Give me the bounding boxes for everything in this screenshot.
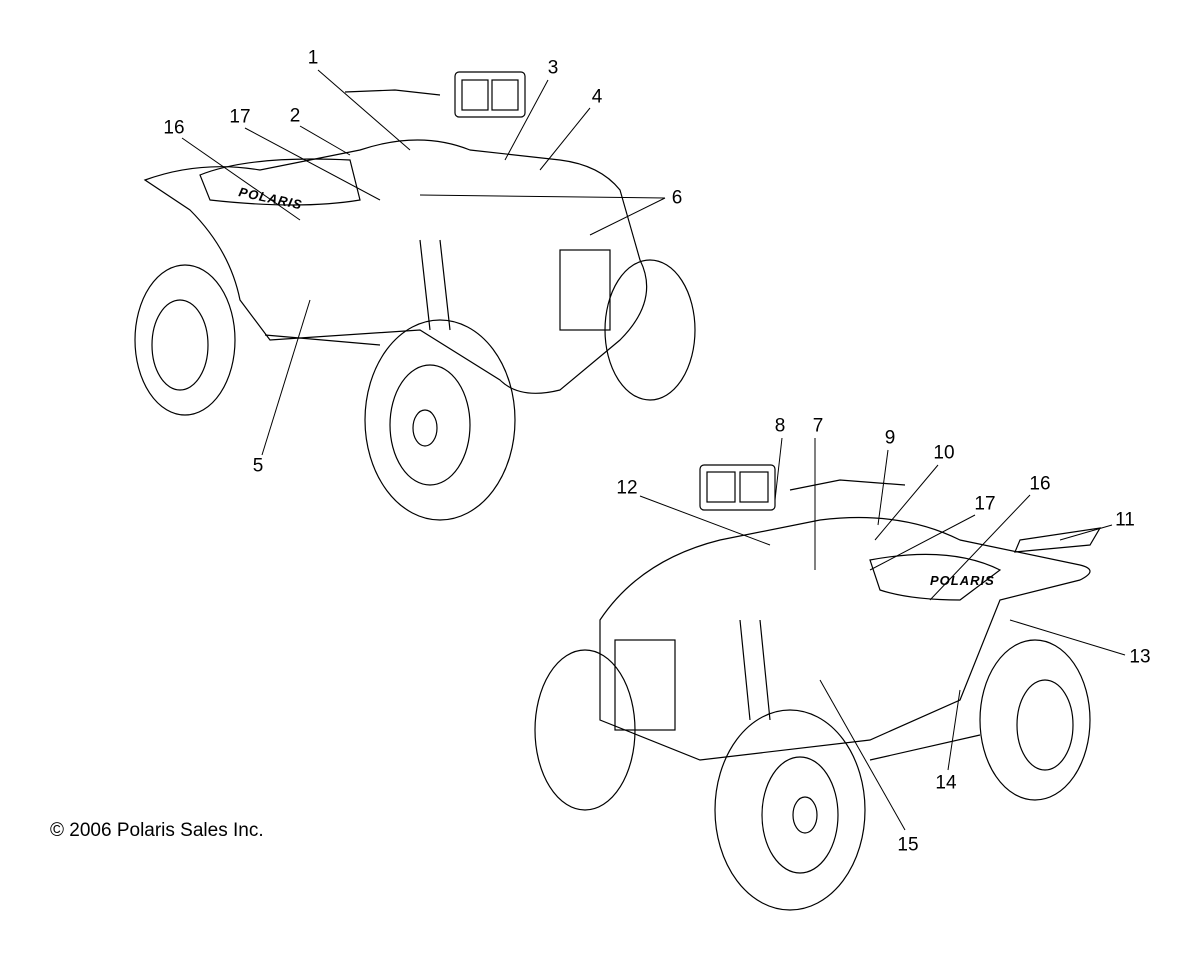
- wheel-front-left: [364, 319, 516, 521]
- callout-3[interactable]: 3: [547, 57, 559, 79]
- callout-1[interactable]: 1: [307, 47, 319, 69]
- wheel-rear-left: [134, 264, 236, 416]
- callout-9[interactable]: 9: [884, 427, 896, 449]
- callout-8[interactable]: 8: [774, 415, 786, 437]
- callout-10[interactable]: 10: [933, 442, 955, 464]
- headlight-2: [699, 464, 776, 511]
- grille-2: [614, 639, 676, 731]
- callout-16[interactable]: 16: [163, 117, 185, 139]
- decal-11: [1014, 527, 1102, 553]
- callout-15[interactable]: 15: [897, 834, 919, 856]
- callout-17b[interactable]: 17: [974, 493, 996, 515]
- callout-12[interactable]: 12: [616, 477, 638, 499]
- callout-17[interactable]: 17: [229, 106, 251, 128]
- atv-front-right-view: POLARIS: [534, 464, 1102, 911]
- callout-16b[interactable]: 16: [1029, 473, 1051, 495]
- wheel-front-left-2: [714, 709, 866, 911]
- polaris-logo-decal-2: POLARIS: [930, 573, 995, 588]
- callout-14[interactable]: 14: [935, 772, 957, 794]
- headlight: [454, 71, 526, 118]
- callout-5[interactable]: 5: [252, 455, 264, 477]
- grille: [559, 249, 611, 331]
- callout-4[interactable]: 4: [591, 86, 603, 108]
- callout-11[interactable]: 11: [1115, 509, 1135, 531]
- callout-6[interactable]: 6: [671, 187, 683, 209]
- copyright-notice: © 2006 Polaris Sales Inc.: [50, 820, 264, 841]
- atv-rear-left-view: POLARIS: [134, 71, 696, 521]
- callout-2[interactable]: 2: [289, 105, 301, 127]
- wheel-rear-2: [979, 639, 1091, 801]
- callout-7[interactable]: 7: [812, 415, 824, 437]
- wheel-front-right: [604, 259, 696, 401]
- leader-lines: [181, 69, 1126, 831]
- polaris-logo-decal: POLARIS: [237, 184, 303, 212]
- callout-13[interactable]: 13: [1129, 646, 1151, 668]
